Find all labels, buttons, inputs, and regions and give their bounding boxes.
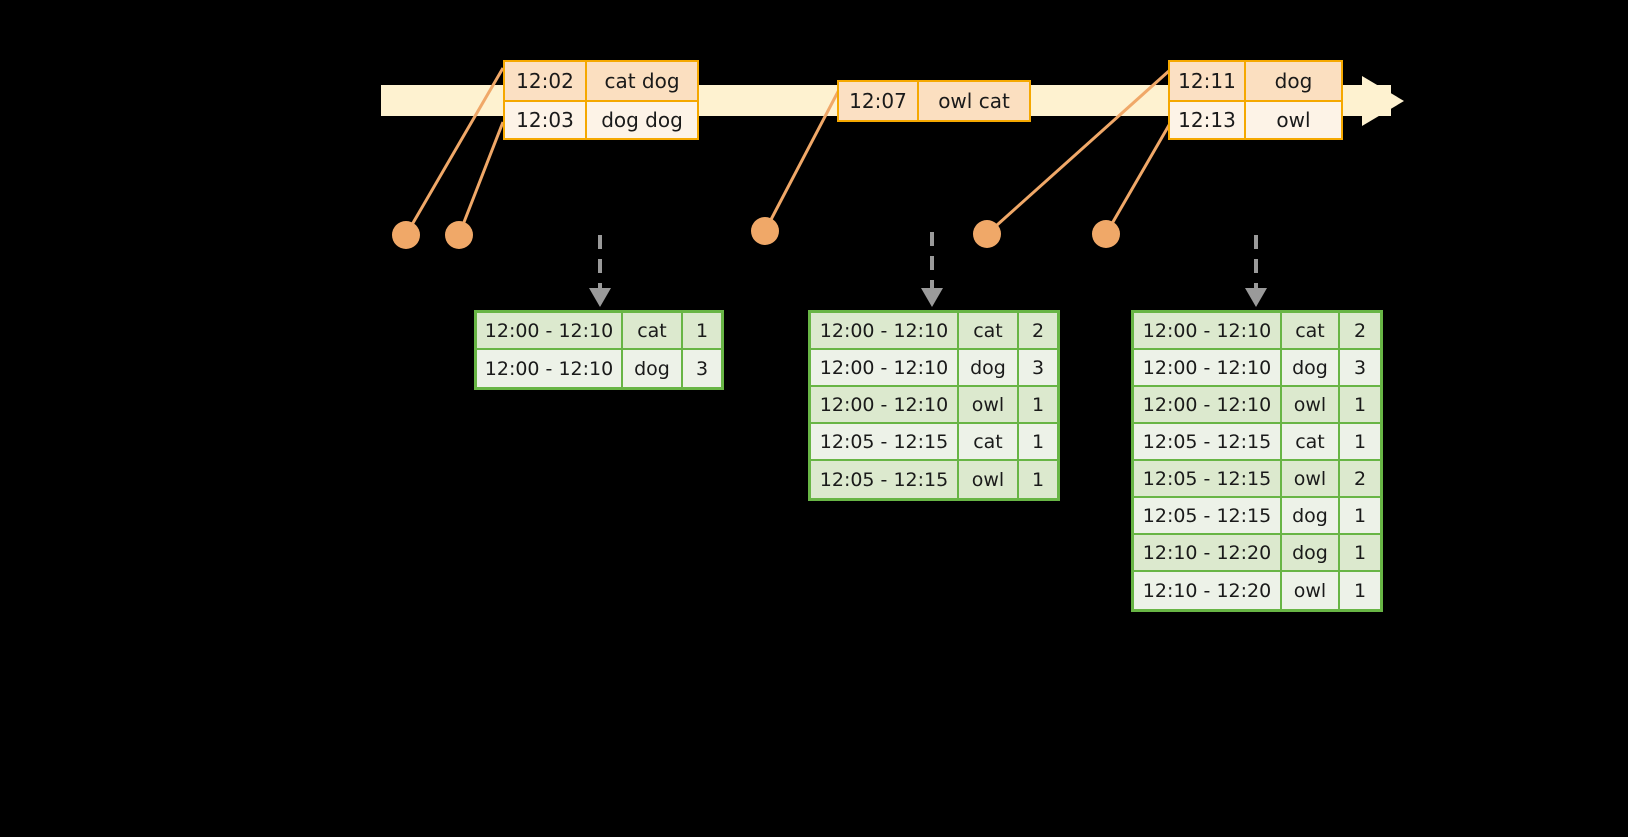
cell-count: 1 (1019, 461, 1057, 498)
cell-window: 12:00 - 12:10 (477, 313, 623, 350)
dashed-arrow-to-table-2 (921, 232, 943, 307)
event-box-1202-1203: 12:02 cat dog 12:03 dog dog (503, 60, 699, 140)
cell-count: 3 (1019, 350, 1057, 387)
cell-key: dog (959, 350, 1019, 387)
connector-dot-1213 (1092, 220, 1120, 248)
cell-count: 1 (1019, 387, 1057, 424)
connector-line-1213 (1104, 119, 1174, 235)
dashed-arrow-to-table-3 (1245, 235, 1267, 307)
cell-window: 12:00 - 12:10 (1134, 313, 1282, 350)
cell-window: 12:05 - 12:15 (1134, 424, 1282, 461)
connector-line-1203 (457, 121, 505, 236)
cell-window: 12:00 - 12:10 (811, 313, 959, 350)
event-row: 12:11 dog (1170, 62, 1341, 100)
cell-key: owl (1282, 387, 1340, 424)
event-time: 12:07 (839, 82, 919, 120)
cell-count: 3 (683, 350, 721, 387)
cell-key: dog (1282, 350, 1340, 387)
cell-window: 12:10 - 12:20 (1134, 535, 1282, 572)
cell-count: 1 (1340, 498, 1380, 535)
event-time: 12:03 (505, 102, 587, 138)
cell-count: 1 (1340, 535, 1380, 572)
connector-dot-1207 (751, 217, 779, 245)
cell-count: 2 (1019, 313, 1057, 350)
connector-dot-1211 (973, 220, 1001, 248)
cell-count: 1 (1340, 387, 1380, 424)
cell-window: 12:05 - 12:15 (1134, 461, 1282, 498)
event-row: 12:13 owl (1170, 100, 1341, 138)
cell-count: 2 (1340, 313, 1380, 350)
event-time: 12:11 (1170, 62, 1246, 100)
cell-count: 1 (1340, 424, 1380, 461)
cell-count: 2 (1340, 461, 1380, 498)
cell-key: dog (1282, 535, 1340, 572)
event-value: dog dog (587, 102, 697, 138)
cell-key: cat (623, 313, 683, 350)
cell-key: cat (959, 424, 1019, 461)
dashed-arrow-to-table-1 (589, 235, 611, 307)
cell-window: 12:05 - 12:15 (811, 461, 959, 498)
event-time: 12:13 (1170, 102, 1246, 138)
cell-key: cat (959, 313, 1019, 350)
event-row: 12:02 cat dog (505, 62, 697, 100)
connector-dot-1202 (392, 221, 420, 249)
event-time: 12:02 (505, 62, 587, 100)
cell-window: 12:00 - 12:10 (811, 350, 959, 387)
event-box-1207: 12:07 owl cat (837, 80, 1031, 122)
cell-key: dog (623, 350, 683, 387)
connector-dot-1203 (445, 221, 473, 249)
event-value: owl (1246, 102, 1341, 138)
cell-key: owl (959, 461, 1019, 498)
cell-key: owl (1282, 572, 1340, 609)
cell-key: dog (1282, 498, 1340, 535)
cell-key: cat (1282, 424, 1340, 461)
cell-window: 12:00 - 12:10 (1134, 387, 1282, 424)
cell-window: 12:05 - 12:15 (811, 424, 959, 461)
cell-window: 12:05 - 12:15 (1134, 498, 1282, 535)
cell-count: 3 (1340, 350, 1380, 387)
event-row: 12:03 dog dog (505, 100, 697, 138)
cell-key: owl (959, 387, 1019, 424)
event-value: cat dog (587, 62, 697, 100)
cell-count: 1 (683, 313, 721, 350)
cell-window: 12:00 - 12:10 (811, 387, 959, 424)
event-row: 12:07 owl cat (839, 82, 1029, 120)
cell-window: 12:10 - 12:20 (1134, 572, 1282, 609)
event-box-1211-1213: 12:11 dog 12:13 owl (1168, 60, 1343, 140)
cell-key: owl (1282, 461, 1340, 498)
cell-count: 1 (1019, 424, 1057, 461)
cell-window: 12:00 - 12:10 (477, 350, 623, 387)
cell-key: cat (1282, 313, 1340, 350)
timeline-arrowhead-icon (1362, 76, 1404, 126)
cell-count: 1 (1340, 572, 1380, 609)
cell-window: 12:00 - 12:10 (1134, 350, 1282, 387)
event-value: dog (1246, 62, 1341, 100)
event-value: owl cat (919, 82, 1029, 120)
